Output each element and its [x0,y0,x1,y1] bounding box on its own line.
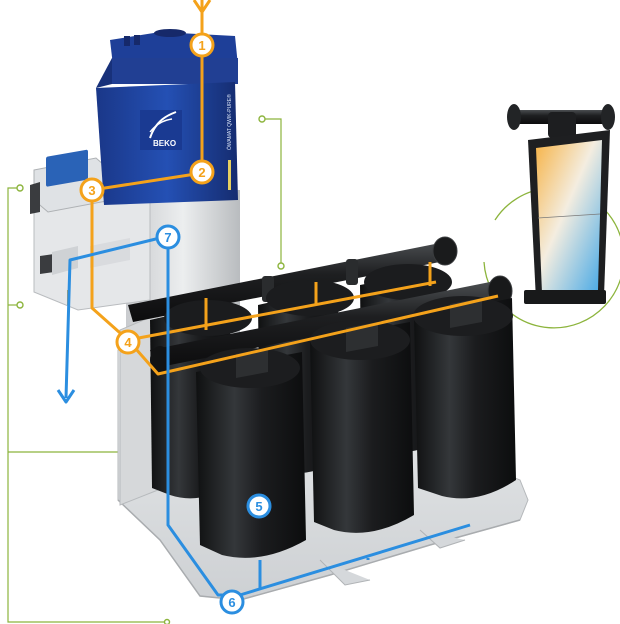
svg-text:1: 1 [198,38,205,53]
product-name-text: ÖWAMAT QWIK-PURE® [226,94,233,150]
marker-3: 3 [79,177,105,203]
front-manifold [150,275,513,374]
flow-path-through-cartridges [258,306,472,560]
svg-text:4: 4 [124,335,132,350]
step-markers: 1 2 3 4 5 6 7 [79,32,272,615]
inset-pipe [507,104,615,138]
display-panel [46,149,88,187]
marker-7: 7 [155,224,181,250]
svg-text:5: 5 [255,499,262,514]
svg-text:7: 7 [164,230,171,245]
marker-4: 4 [115,329,141,355]
beko-logo-plate [140,110,182,150]
svg-text:3: 3 [88,183,95,198]
filter-cutaway-inset [507,104,615,304]
front-cartridges [196,296,516,558]
marker-6: 6 [219,589,245,615]
marker-5: 5 [246,493,272,519]
marker-1: 1 [189,32,215,58]
flow-path-outlet [56,234,471,597]
marker-2: 2 [189,159,215,185]
beko-logo-text: BEKO [153,139,176,148]
svg-text:6: 6 [228,595,235,610]
svg-text:2: 2 [198,165,205,180]
